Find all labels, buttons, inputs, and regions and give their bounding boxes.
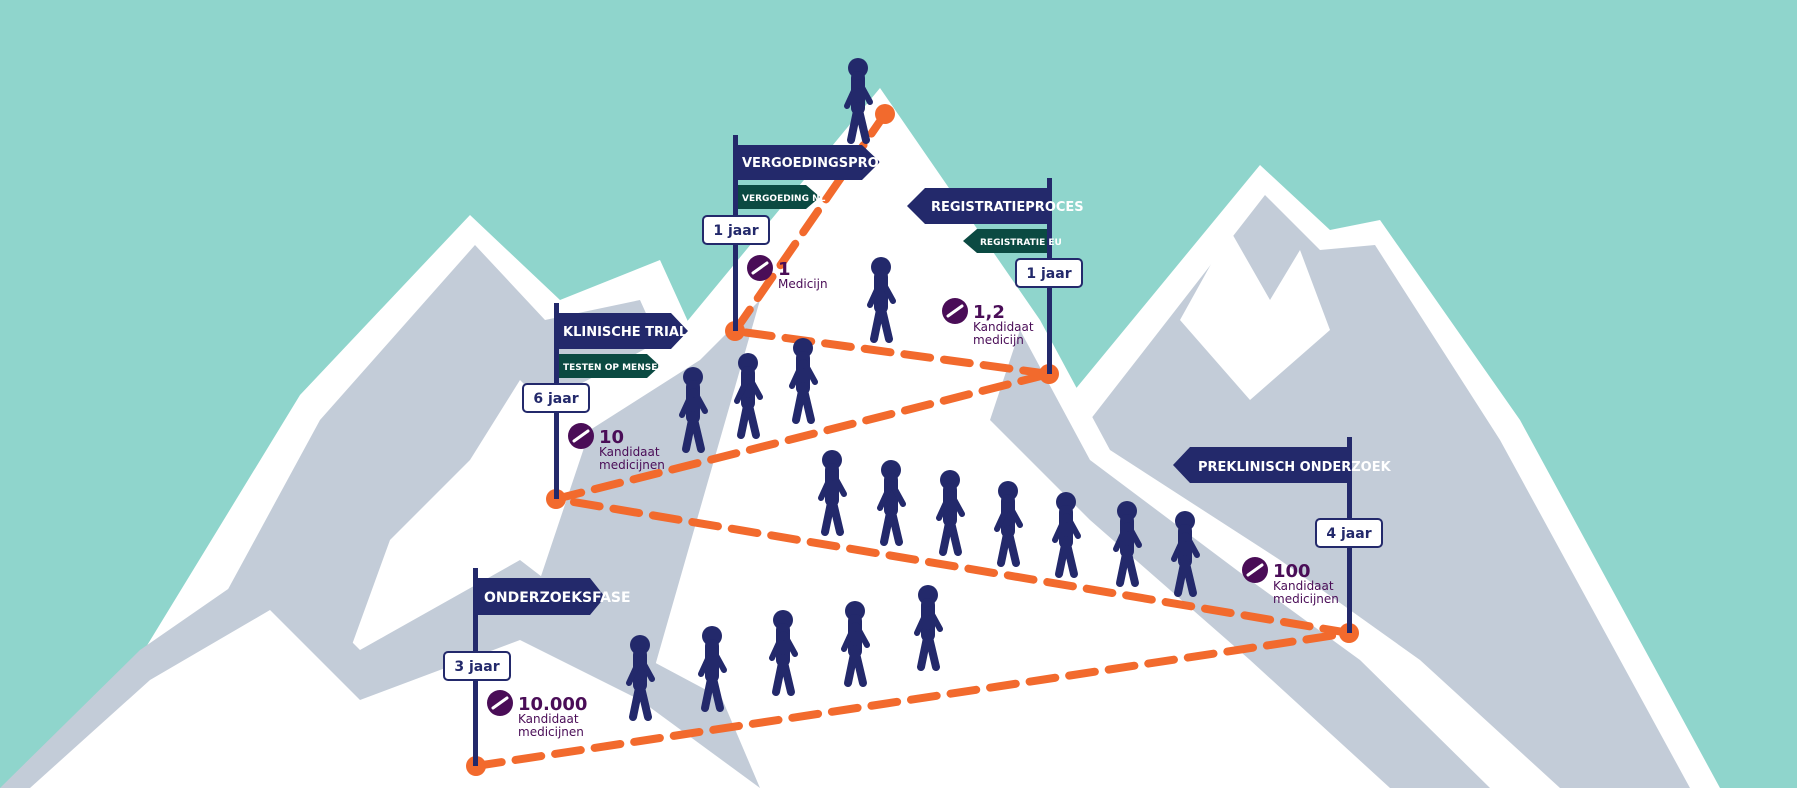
count-value: 10.000	[518, 694, 587, 715]
stage-vergoedingsproces: VERGOEDINGSPROCES VERGOEDING NL 1 jaar 1…	[702, 135, 906, 331]
count-value: 1,2	[973, 302, 1005, 323]
duration-badge	[522, 383, 590, 413]
pill-icon	[940, 296, 970, 326]
signpost-flag	[559, 313, 688, 349]
duration-label: 3 jaar	[454, 659, 499, 675]
stage-subtitle: TESTEN OP MENSEN	[563, 363, 665, 373]
duration-label: 1 jaar	[1026, 266, 1071, 282]
count-label: Kandidaat	[1273, 579, 1334, 593]
count-label: Medicijn	[778, 277, 828, 291]
duration-label: 4 jaar	[1326, 526, 1371, 542]
duration-badge	[1015, 258, 1083, 288]
count-label: medicijn	[973, 333, 1024, 347]
pill-icon	[566, 421, 596, 451]
signpost-flag	[738, 145, 880, 180]
stage-title: VERGOEDINGSPROCES	[742, 156, 906, 171]
signpost-flag	[1173, 447, 1347, 483]
pill-icon	[485, 688, 515, 718]
count-value: 10	[599, 427, 624, 448]
duration-label: 1 jaar	[713, 223, 758, 239]
stage-preklinisch-onderzoek: PREKLINISCH ONDERZOEK 4 jaar 100 Kandida…	[1173, 437, 1392, 633]
duration-label: 6 jaar	[533, 391, 578, 407]
stage-title: REGISTRATIEPROCES	[931, 200, 1084, 215]
duration-badge	[443, 651, 511, 681]
stage-subtitle: REGISTRATIE EU	[980, 238, 1062, 248]
stage-title: PREKLINISCH ONDERZOEK	[1198, 460, 1392, 475]
count-label: medicijnen	[1273, 592, 1339, 606]
count-value: 100	[1273, 561, 1311, 582]
signpost-flag	[478, 578, 605, 615]
signpost-subflag	[738, 185, 820, 209]
count-label: medicijnen	[599, 458, 665, 472]
count-label: medicijnen	[518, 725, 584, 739]
pill-icon	[1240, 555, 1270, 585]
count-label: Kandidaat	[518, 712, 579, 726]
stage-onderzoeksfase: ONDERZOEKSFASE 3 jaar 10.000 Kandidaat m…	[443, 568, 631, 766]
stage-title: ONDERZOEKSFASE	[484, 590, 631, 606]
pill-icon	[745, 253, 775, 283]
signpost-flag	[907, 188, 1047, 224]
stage-subtitle: VERGOEDING NL	[742, 194, 826, 204]
count-label: Kandidaat	[599, 445, 660, 459]
count-label: Kandidaat	[973, 320, 1034, 334]
stage-title: KLINISCHE TRIALS	[563, 325, 697, 340]
stage-registratieproces: REGISTRATIEPROCES REGISTRATIE EU 1 jaar …	[907, 178, 1084, 374]
signpost-subflag	[963, 229, 1047, 253]
count-value: 1	[778, 259, 791, 280]
duration-badge	[702, 215, 770, 245]
signpost-subflag	[559, 354, 660, 378]
stage-klinische-trials: KLINISCHE TRIALS TESTEN OP MENSEN 6 jaar…	[522, 303, 697, 499]
duration-badge	[1315, 518, 1383, 548]
